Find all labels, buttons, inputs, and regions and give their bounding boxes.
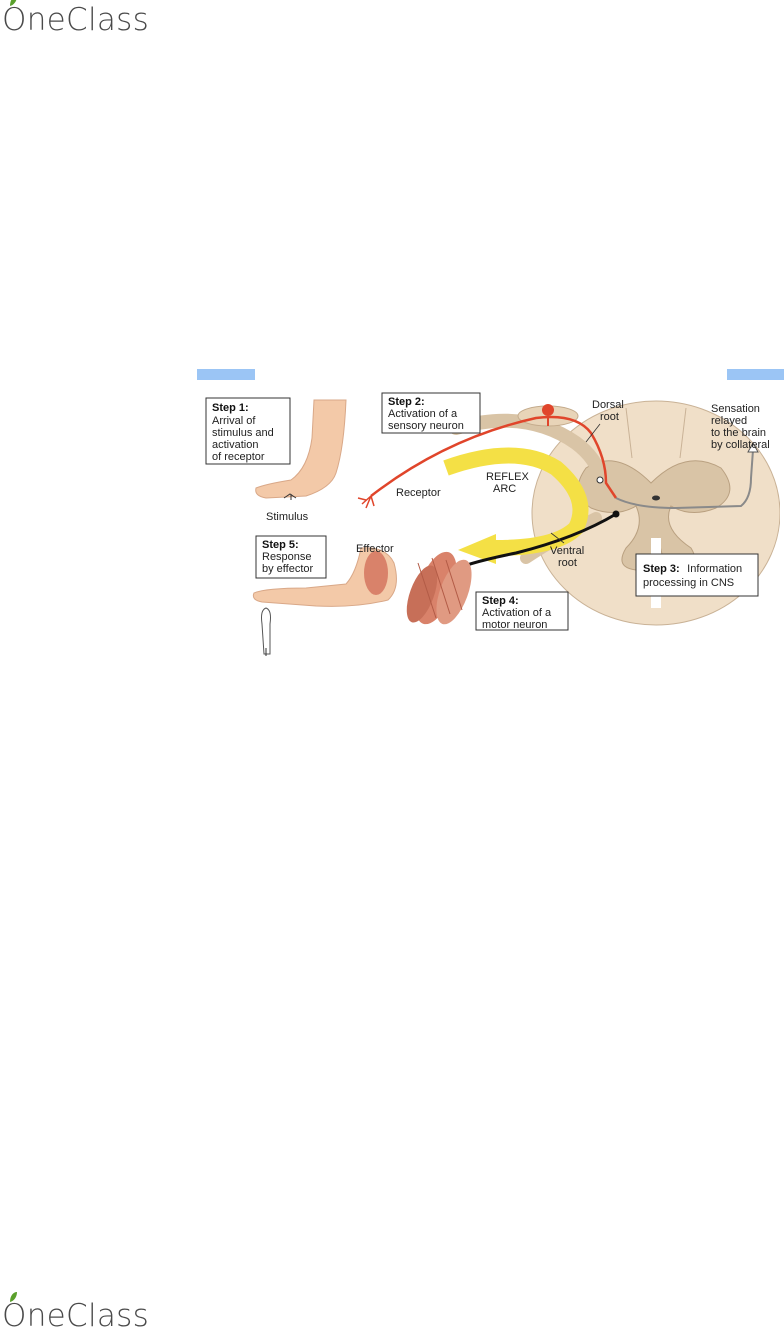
step-2-line: Activation of a [388, 408, 458, 420]
dorsal-root-label: root [600, 411, 619, 423]
highlight-bar-right [727, 369, 784, 380]
reflex-arc-diagram: Step 1: Arrival of stimulus and activati… [205, 392, 780, 656]
oneclass-logo-footer: O neClass [2, 1292, 150, 1334]
collateral-pathway [615, 441, 759, 510]
ventral-root-label: Ventral [550, 545, 584, 557]
arm-step-5 [252, 547, 397, 656]
step-2-line: sensory neuron [388, 420, 464, 432]
sensation-label: relayed [711, 415, 747, 427]
muscle-bundle [406, 551, 472, 625]
step-5-line: Response [262, 551, 312, 563]
step-box-5: Step 5: Response by effector [255, 535, 327, 579]
logo-o: O [2, 0, 27, 38]
stimulus-label: Stimulus [266, 511, 309, 523]
step-1-title: Step 1: [212, 402, 249, 414]
ventral-root-label: root [558, 557, 577, 569]
step-5-line: by effector [262, 563, 313, 575]
receptor-label: Receptor [396, 487, 441, 499]
step-3-title-line: Step 3: Information [643, 559, 742, 576]
step-1-line: of receptor [212, 451, 265, 463]
step-1-line: activation [212, 439, 258, 451]
step-1-line: Arrival of [212, 415, 256, 427]
step-3-line: processing in CNS [643, 577, 734, 589]
logo-text: neClass [26, 1298, 150, 1334]
step-5-title: Step 5: [262, 539, 299, 551]
reflex-arc-label: ARC [493, 483, 516, 495]
step-2-title: Step 2: [388, 396, 425, 408]
arm-step-1 [255, 399, 347, 500]
step-1-line: stimulus and [212, 427, 274, 439]
step-3-title: Step 3: [643, 563, 680, 575]
effector-label: Effector [356, 543, 394, 555]
sensory-neuron [357, 404, 618, 509]
sensation-label: Sensation [711, 403, 760, 415]
logo-text: neClass [26, 2, 150, 38]
dorsal-root-label: Dorsal [592, 399, 624, 411]
logo-first-letter: O [2, 2, 27, 38]
leaf-icon [10, 1292, 17, 1302]
highlight-bar-left [197, 369, 255, 380]
step-box-2: Step 2: Activation of a sensory neuron [381, 392, 481, 434]
oneclass-logo: O neClass [2, 0, 150, 38]
step-4-title: Step 4: [482, 595, 519, 607]
sensation-label: by collateral [711, 439, 770, 451]
step-box-1: Step 1: Arrival of stimulus and activati… [205, 397, 291, 465]
leaf-icon [10, 0, 17, 6]
step-box-3: Step 3: Information processing in CNS [635, 553, 759, 597]
step-3-line: Information [687, 563, 742, 575]
step-4-line: Activation of a [482, 607, 552, 619]
step-box-4: Step 4: Activation of a motor neuron [475, 591, 569, 631]
logo-first-letter: O [2, 1298, 27, 1334]
step-4-line: motor neuron [482, 619, 547, 631]
sensation-label: to the brain [711, 427, 766, 439]
logo-o: O [2, 1292, 27, 1334]
reflex-arc-label: REFLEX [486, 471, 529, 483]
